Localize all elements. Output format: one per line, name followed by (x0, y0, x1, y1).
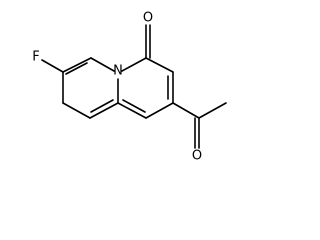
bond-c8-c9 (62, 102, 91, 119)
acetyl-oxygen-label: O (192, 149, 202, 164)
bond-c7-f (41, 59, 64, 73)
bond-c6-c7-double (65, 62, 88, 75)
bond-c1-c9a-double (122, 99, 146, 113)
bond-c9-c9a (89, 102, 119, 119)
bond-c9-c9a-double (90, 99, 114, 113)
bond-acyl-methyl (198, 102, 227, 119)
bond-c2-c1 (145, 102, 174, 119)
ketone-oxygen-label: O (143, 11, 153, 26)
bond-c1-c9a (117, 102, 147, 119)
fluorine-label: F (32, 50, 39, 65)
bond-c2-acyl (172, 102, 200, 119)
nitrogen-label: N (113, 64, 123, 79)
bond-c4-c3 (145, 57, 174, 73)
molecule-diagram: F N O O (32, 11, 227, 164)
bond-c6-c7 (90, 57, 115, 72)
bond-c7-f-side (62, 57, 92, 73)
structure-svg: F N O O (32, 11, 227, 164)
bond-n-c4 (121, 57, 147, 72)
